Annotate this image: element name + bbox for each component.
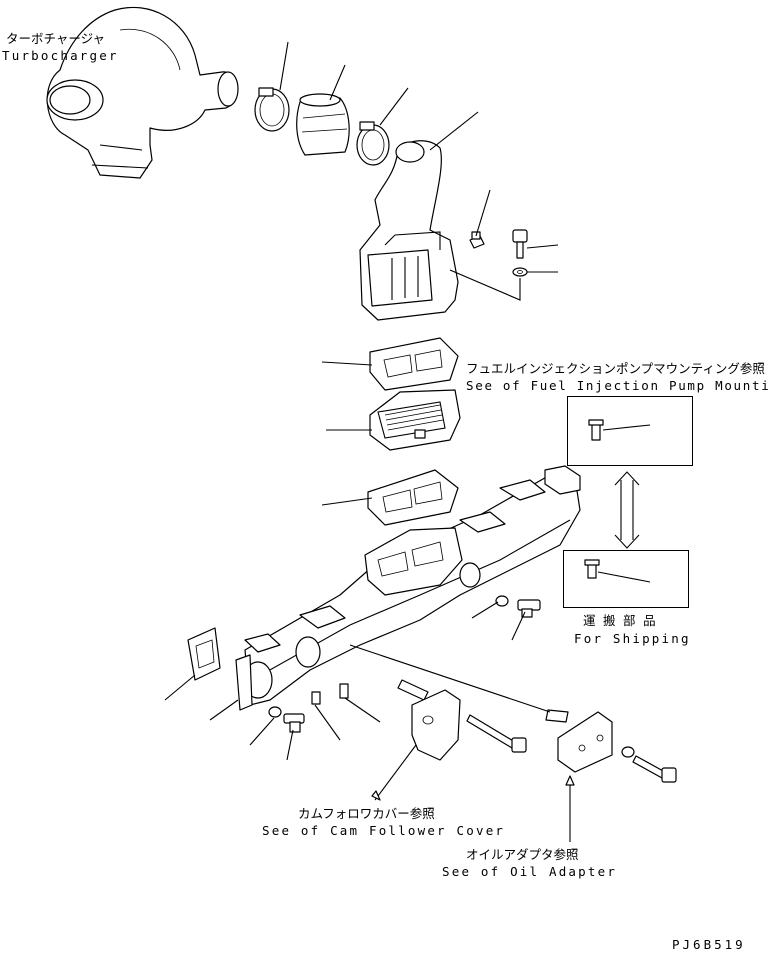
washer-oil-adapter [621,746,635,758]
sensor-fuel-pump [588,419,604,441]
cam-cover-label-en: See of Cam Follower Cover [262,823,506,838]
cam-cover-label-jp: カムフォロワカバー参照 [298,806,435,821]
double-arrow [614,471,640,549]
sensor-shipping [584,559,600,579]
washer-top [512,267,528,277]
end-gasket [187,627,221,681]
sleeve [545,709,569,723]
arrowhead-cam-cover [371,790,381,801]
hose-clamp-2 [356,121,390,166]
oil-adapter-label-en: See of Oil Adapter [442,864,618,879]
shipping-label-en: For Shipping [574,631,691,646]
bolt-top [512,229,528,259]
gasket-upper [369,337,459,391]
drawing-code: PJ6B519 [672,937,746,952]
intake-heater [369,389,461,451]
leader-lines [164,41,651,842]
fuel-pump-label-jp: フュエルインジェクションポンプマウンティング参照 [466,361,765,376]
washer-lower-left [268,706,282,718]
cam-follower-cover [411,689,461,761]
plug-lower-1 [311,691,321,705]
hose-clamp-1 [254,87,290,132]
connector-elbow [359,140,459,321]
hose [296,93,350,156]
arrowhead-oil-adapter [565,775,575,786]
oil-adapter-label-jp: オイルアダプタ参照 [466,847,579,862]
bolt-right [517,599,541,618]
fuel-pump-reference-box [567,396,693,466]
washer-right [495,595,509,607]
turbocharger-part [46,6,239,179]
spacer-pipe [397,679,429,701]
shipping-label-jp: 運 搬 部 品 [583,613,656,628]
bolt-oil-adapter [632,755,677,783]
plug-lower-2 [339,683,349,699]
oil-adapter-bracket [557,711,613,773]
intake-manifold [235,465,581,711]
fuel-pump-label-en: See of Fuel Injection Pump Mounting [466,378,771,393]
turbocharger-label-en: Turbocharger [2,48,119,63]
turbocharger-label-jp: ターボチャージャ [6,31,106,46]
bolt-lower-left [283,713,305,733]
shipping-box [563,550,689,608]
long-bolt [466,714,527,753]
gasket-lower [367,469,459,526]
